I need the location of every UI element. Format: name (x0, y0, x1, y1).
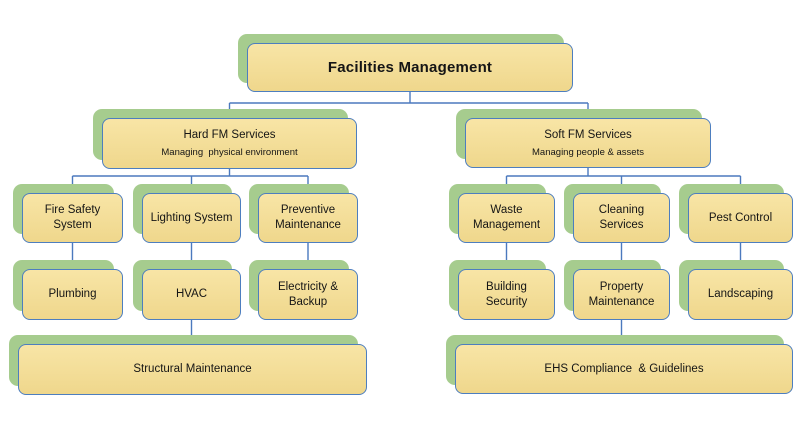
node-box: Fire Safety System (22, 193, 123, 243)
node-pest-control: Pest Control (679, 184, 793, 243)
node-box: Cleaning Services (573, 193, 670, 243)
node-label: Electricity & Backup (277, 280, 342, 308)
node-label: Lighting System (150, 211, 233, 224)
node-box: EHS Compliance & Guidelines (455, 344, 793, 394)
node-label: Building Security (485, 280, 531, 308)
node-box: Electricity & Backup (258, 269, 358, 320)
node-box: HVAC (142, 269, 241, 320)
node-label: Landscaping (707, 288, 774, 301)
node-label: Soft FM Services (544, 128, 632, 141)
node-ehs-compliance-guidelines: EHS Compliance & Guidelines (446, 335, 793, 394)
node-label: Waste Management (472, 204, 541, 231)
node-box: Structural Maintenance (18, 344, 367, 395)
node-fire-safety-system: Fire Safety System (13, 184, 123, 243)
node-box: Hard FM Services Managing physical envir… (102, 118, 357, 169)
node-building-security: Building Security (449, 260, 555, 320)
node-electricity-backup: Electricity & Backup (249, 260, 358, 320)
node-label: Pest Control (708, 211, 773, 224)
node-label: Plumbing (48, 288, 97, 301)
node-label: HVAC (175, 288, 208, 301)
node-landscaping: Landscaping (679, 260, 793, 320)
node-soft-fm-services: Soft FM Services Managing people & asset… (456, 109, 711, 168)
node-label: Fire Safety System (44, 204, 104, 231)
node-label: EHS Compliance & Guidelines (544, 362, 704, 375)
node-structural-maintenance: Structural Maintenance (9, 335, 367, 395)
node-facilities-management: Facilities Management (238, 34, 573, 92)
node-label: Facilities Management (327, 58, 493, 76)
node-box: Plumbing (22, 269, 123, 320)
node-waste-management: Waste Management (449, 184, 555, 243)
node-preventive-maintenance: Preventive Maintenance (249, 184, 358, 243)
node-cleaning-services: Cleaning Services (564, 184, 670, 243)
node-label: Property Maintenance (588, 280, 655, 308)
node-property-maintenance: Property Maintenance (564, 260, 670, 320)
node-box: Facilities Management (247, 43, 573, 92)
node-box: Soft FM Services Managing people & asset… (465, 118, 711, 168)
node-label: Hard FM Services (183, 129, 276, 142)
node-subtitle: Managing physical environment (161, 147, 298, 159)
node-box: Building Security (458, 269, 555, 320)
node-hard-fm-services: Hard FM Services Managing physical envir… (93, 109, 357, 169)
node-label: Cleaning Services (598, 204, 648, 231)
node-box: Pest Control (688, 193, 793, 243)
node-box: Preventive Maintenance (258, 193, 358, 243)
node-lighting-system: Lighting System (133, 184, 241, 243)
node-plumbing: Plumbing (13, 260, 123, 320)
node-label: Preventive Maintenance (275, 204, 341, 231)
node-label: Structural Maintenance (133, 363, 252, 376)
node-box: Waste Management (458, 193, 555, 243)
node-hvac: HVAC (133, 260, 241, 320)
node-subtitle: Managing people & assets (532, 146, 644, 158)
node-box: Property Maintenance (573, 269, 670, 320)
node-box: Lighting System (142, 193, 241, 243)
node-box: Landscaping (688, 269, 793, 320)
